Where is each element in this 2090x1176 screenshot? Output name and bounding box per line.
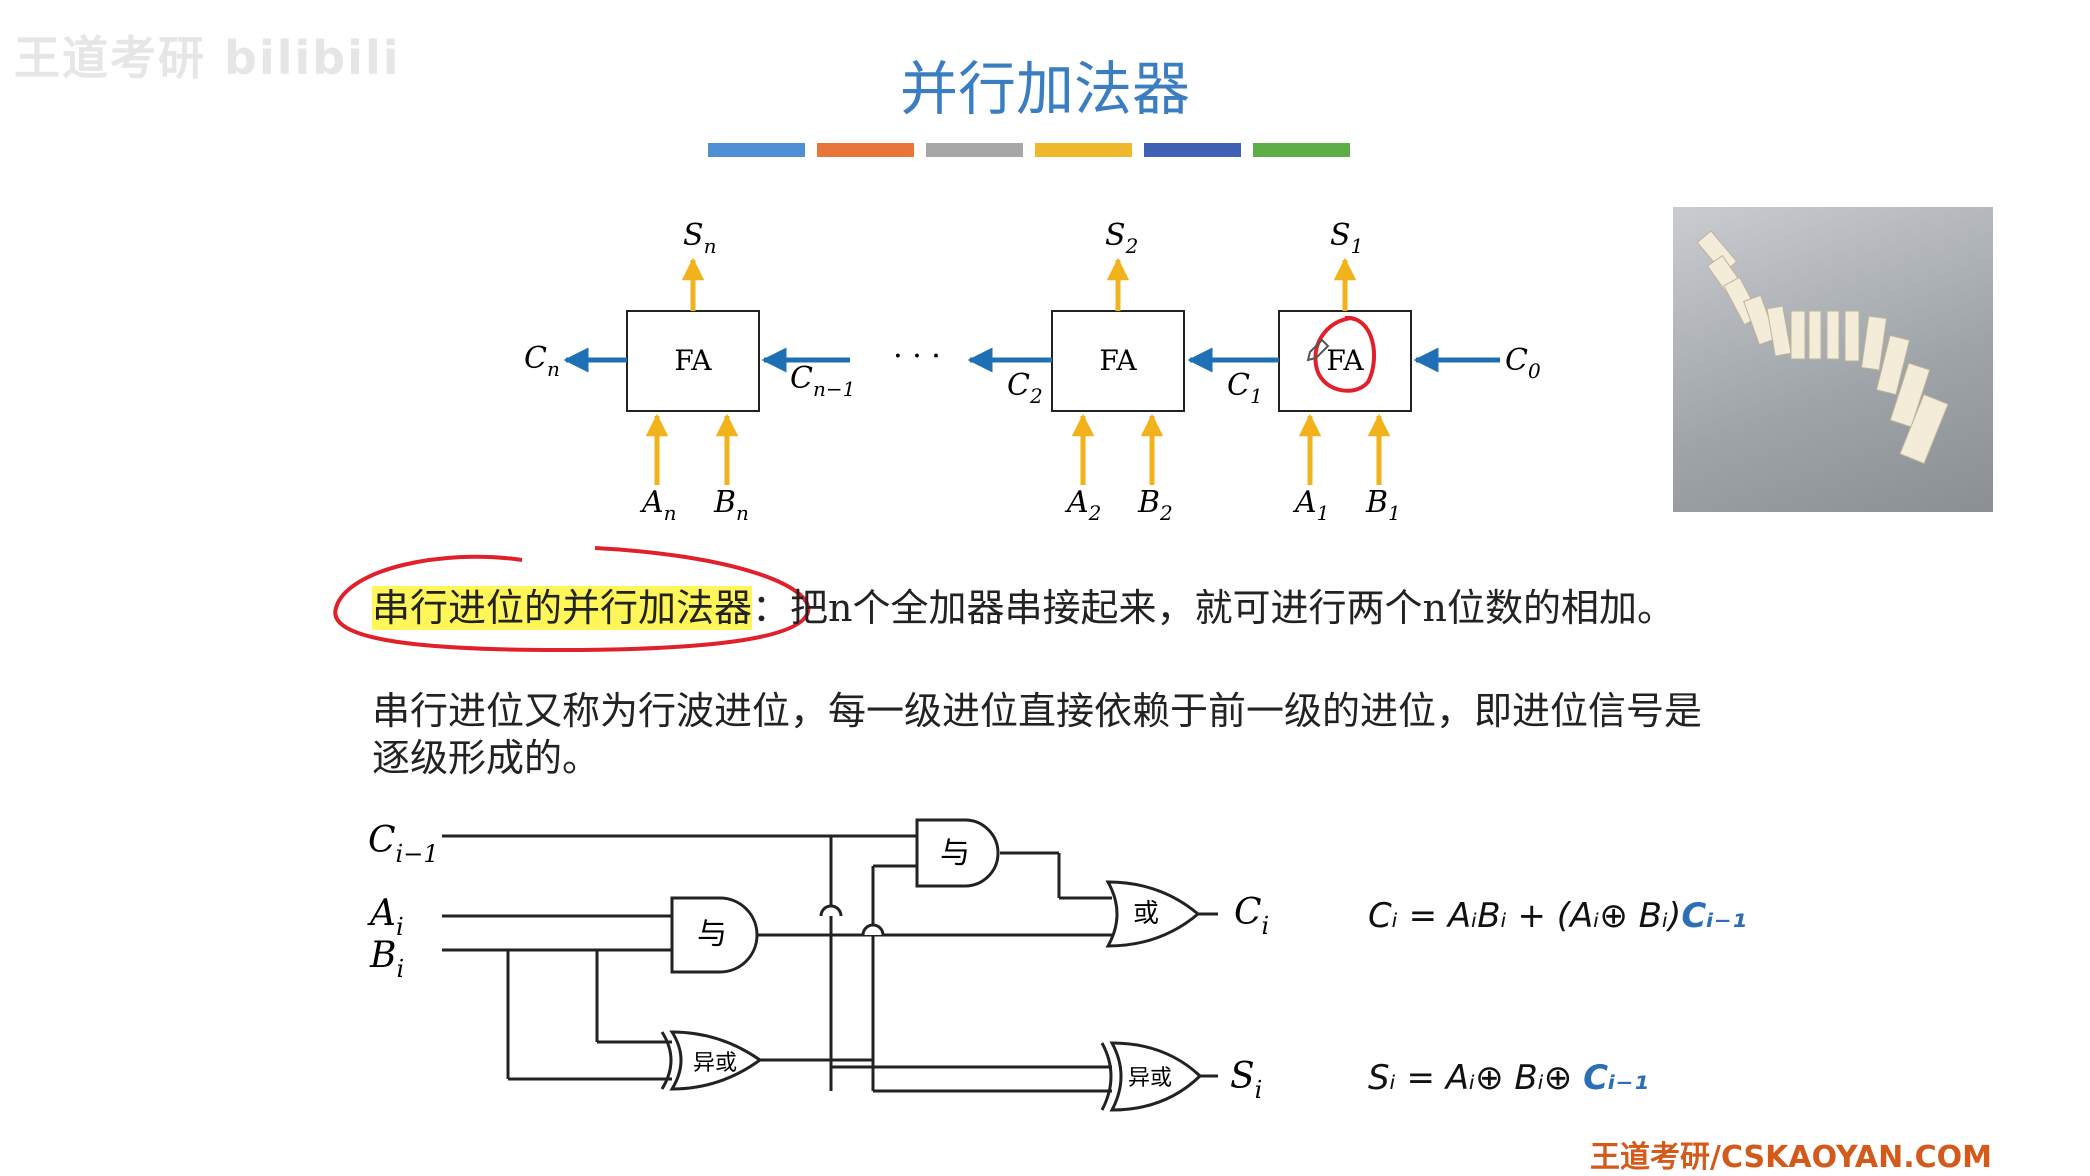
input-b-1: B1 [1365, 485, 1401, 525]
color-bar-segment [926, 143, 1023, 157]
chain-labels: Sn S2 S1 Cn Cn−1 C2 C1 C0 An Bn A2 B2 A1… [524, 218, 1541, 525]
gate-or-label: 或 [1133, 899, 1159, 929]
circuit-input-c: Ci−1 [368, 820, 439, 868]
sum-label-2: S2 [1105, 218, 1138, 258]
gate-xor-label: 异或 [1128, 1066, 1172, 1091]
highlighted-term: 串行进位的并行加法器 [372, 586, 753, 630]
formula-carry-term: Cᵢ₋₁ [1583, 1058, 1649, 1098]
input-a-2: A2 [1064, 485, 1101, 525]
paragraph-ripple-carry: 串行进位又称为行波进位，每一级进位直接依赖于前一级的进位，即进位信号是逐级形成的… [372, 689, 1703, 780]
carry-label-1: C1 [1227, 368, 1263, 408]
color-bar-segment [817, 143, 914, 157]
gate-and-label: 与 [940, 836, 970, 871]
gate-and-label: 与 [697, 917, 727, 952]
footer-brand: 王道考研/CSKAOYAN.COM [1590, 1140, 1992, 1175]
sum-label-n: Sn [683, 218, 716, 258]
chain-ellipsis: · · · [893, 339, 941, 374]
logic-circuit [442, 818, 1218, 1112]
fa-label: FA [1326, 344, 1364, 377]
paragraph-text: 把n个全加器串接起来，就可进行两个n位数的相加。 [790, 586, 1675, 630]
watermark-logo: 王道考研 bilibili [14, 31, 401, 85]
input-a-1: A1 [1292, 485, 1329, 525]
color-bar-segment [1144, 143, 1241, 157]
circuit-input-a: Ai [367, 893, 404, 941]
color-bar-segment [708, 143, 805, 157]
circuit-output-c: Ci [1234, 892, 1269, 940]
sum-label-1: S1 [1330, 218, 1363, 258]
input-b-2: B2 [1137, 485, 1173, 525]
gate-xor-label: 异或 [693, 1051, 737, 1076]
formula-carry-term: Cᵢ₋₁ [1681, 896, 1747, 936]
sum-formula: Sᵢ = Aᵢ⊕ Bᵢ⊕ Cᵢ₋₁ [1368, 1058, 1648, 1098]
carry-label-0: C0 [1505, 343, 1541, 383]
circuit-io-labels: Ci−1 Ai Bi Ci Si [367, 820, 1269, 1104]
formula-main: Cᵢ = AᵢBᵢ + (Aᵢ⊕ Bᵢ) [1368, 896, 1682, 936]
slide-title: 并行加法器 [899, 55, 1190, 123]
fa-label: FA [674, 344, 712, 377]
carry-label-n-1: Cn−1 [790, 361, 855, 401]
color-bar-segment [1035, 143, 1132, 157]
gate-labels: 与 与 或 异或 异或 [693, 836, 1172, 1091]
annotation-ellipse [333, 546, 811, 653]
circuit-input-b: Bi [369, 935, 404, 983]
adder-diagram: FA FA FA Sn S2 S1 Cn Cn−1 C2 C1 [333, 218, 1541, 1112]
carry-label-n: Cn [524, 341, 560, 381]
domino-photo [1673, 207, 1993, 512]
fa-label: FA [1099, 344, 1137, 377]
domino-icon [1696, 230, 1949, 465]
annotation-circle [1313, 315, 1376, 393]
paragraph-colon: ： [752, 586, 791, 630]
io-arrows [645, 257, 1391, 485]
paragraph-parallel-adder: 串行进位的并行加法器：把n个全加器串接起来，就可进行两个n位数的相加。 [372, 585, 1675, 632]
input-b-n: Bn [713, 485, 749, 525]
carry-formula: Cᵢ = AᵢBᵢ + (Aᵢ⊕ Bᵢ)Cᵢ₋₁ [1368, 896, 1747, 936]
circuit-output-s: Si [1230, 1056, 1262, 1104]
full-adder-2: FA [1051, 310, 1185, 412]
input-a-n: An [639, 485, 677, 525]
pencil-icon [1306, 338, 1330, 362]
formula-main: Sᵢ = Aᵢ⊕ Bᵢ⊕ [1368, 1058, 1584, 1098]
full-adder-n: FA [626, 310, 760, 412]
color-bar-segment [1253, 143, 1350, 157]
full-adder-1: FA [1278, 310, 1412, 412]
carry-label-2: C2 [1007, 368, 1043, 408]
